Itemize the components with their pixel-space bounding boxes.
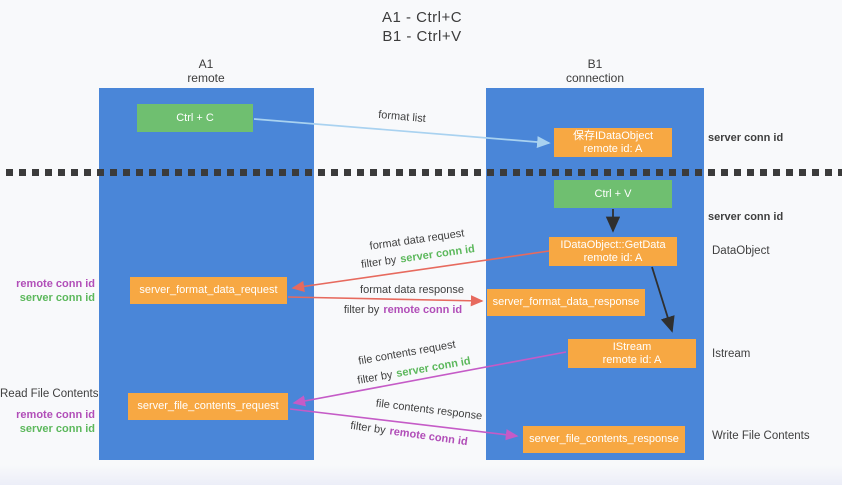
node-idataobject-getdata: IDataObject::GetData remote id: A [549,237,677,266]
node-server-format-data-response: server_format_data_response [487,289,645,316]
side-label-write-file-contents: Write File Contents [712,430,810,442]
node-server-file-contents-response-label: server_file_contents_response [529,433,679,445]
lane-a-role: remote [187,71,225,85]
node-istream: IStream remote id: A [568,339,696,368]
node-idataobject-getdata-line1: IDataObject::GetData [560,238,666,251]
node-ctrl-v-label: Ctrl + V [594,187,632,200]
filter-by-prefix: filter by [360,254,398,271]
node-save-idataobject: 保存IDataObject remote id: A [554,128,672,157]
node-server-file-contents-request: server_file_contents_request [128,393,288,420]
left-read-file-contents: Read File Contents [0,388,99,400]
node-server-file-contents-response: server_file_contents_response [523,426,685,453]
node-idataobject-getdata-line2: remote id: A [583,251,643,264]
session-divider-dotted-line [6,169,842,176]
left-conn-id-pair-1: remote conn id server conn id [0,278,95,305]
diagram-title: A1 - Ctrl+C B1 - Ctrl+V [382,8,462,46]
node-ctrl-c: Ctrl + C [137,104,253,132]
lane-a-name: A1 [198,57,214,71]
node-istream-line1: IStream [612,340,652,353]
label-file-contents-response: file contents response [375,397,483,423]
lane-b-name: B1 [587,57,603,71]
filter-remote-conn-id: remote conn id [383,304,463,316]
node-ctrl-c-label: Ctrl + C [176,111,214,124]
node-server-format-data-request: server_format_data_request [130,277,287,304]
lane-b-role: connection [565,71,625,85]
title-line-1: A1 - Ctrl+C [381,9,463,26]
node-save-idataobject-line1: 保存IDataObject [572,129,654,142]
left-conn-id-pair-2: remote conn id server conn id [0,409,95,436]
lane-a-header: A1 remote [146,57,266,85]
label-format-list: format list [377,108,427,126]
title-line-2: B1 - Ctrl+V [382,28,462,45]
filter-remote-conn-id: remote conn id [388,425,469,449]
side-label-dataobject: DataObject [712,245,770,257]
filter-by-prefix: filter by [343,304,380,316]
label-format-data-response: format data response [360,284,464,296]
node-server-format-data-request-label: server_format_data_request [139,284,278,296]
node-server-file-contents-request-label: server_file_contents_request [137,400,279,412]
node-server-format-data-response-label: server_format_data_response [492,296,640,308]
filter-by-prefix: filter by [356,368,394,387]
left-remote-conn-id-1: remote conn id [16,278,95,290]
left-remote-conn-id-2: remote conn id [16,409,95,421]
left-server-conn-id-1: server conn id [19,291,95,304]
node-save-idataobject-line2: remote id: A [583,142,643,155]
node-ctrl-v: Ctrl + V [554,180,672,208]
filter-by-prefix: filter by [349,419,387,437]
node-istream-line2: remote id: A [602,353,662,366]
side-label-server-conn-id-mid: server conn id [708,211,784,223]
arrow-format-data-response [287,295,484,307]
left-server-conn-id-2: server conn id [19,422,95,435]
side-label-istream: Istream [712,348,751,360]
side-label-server-conn-id-top: server conn id [708,132,784,144]
lane-b-header: B1 connection [535,57,655,85]
